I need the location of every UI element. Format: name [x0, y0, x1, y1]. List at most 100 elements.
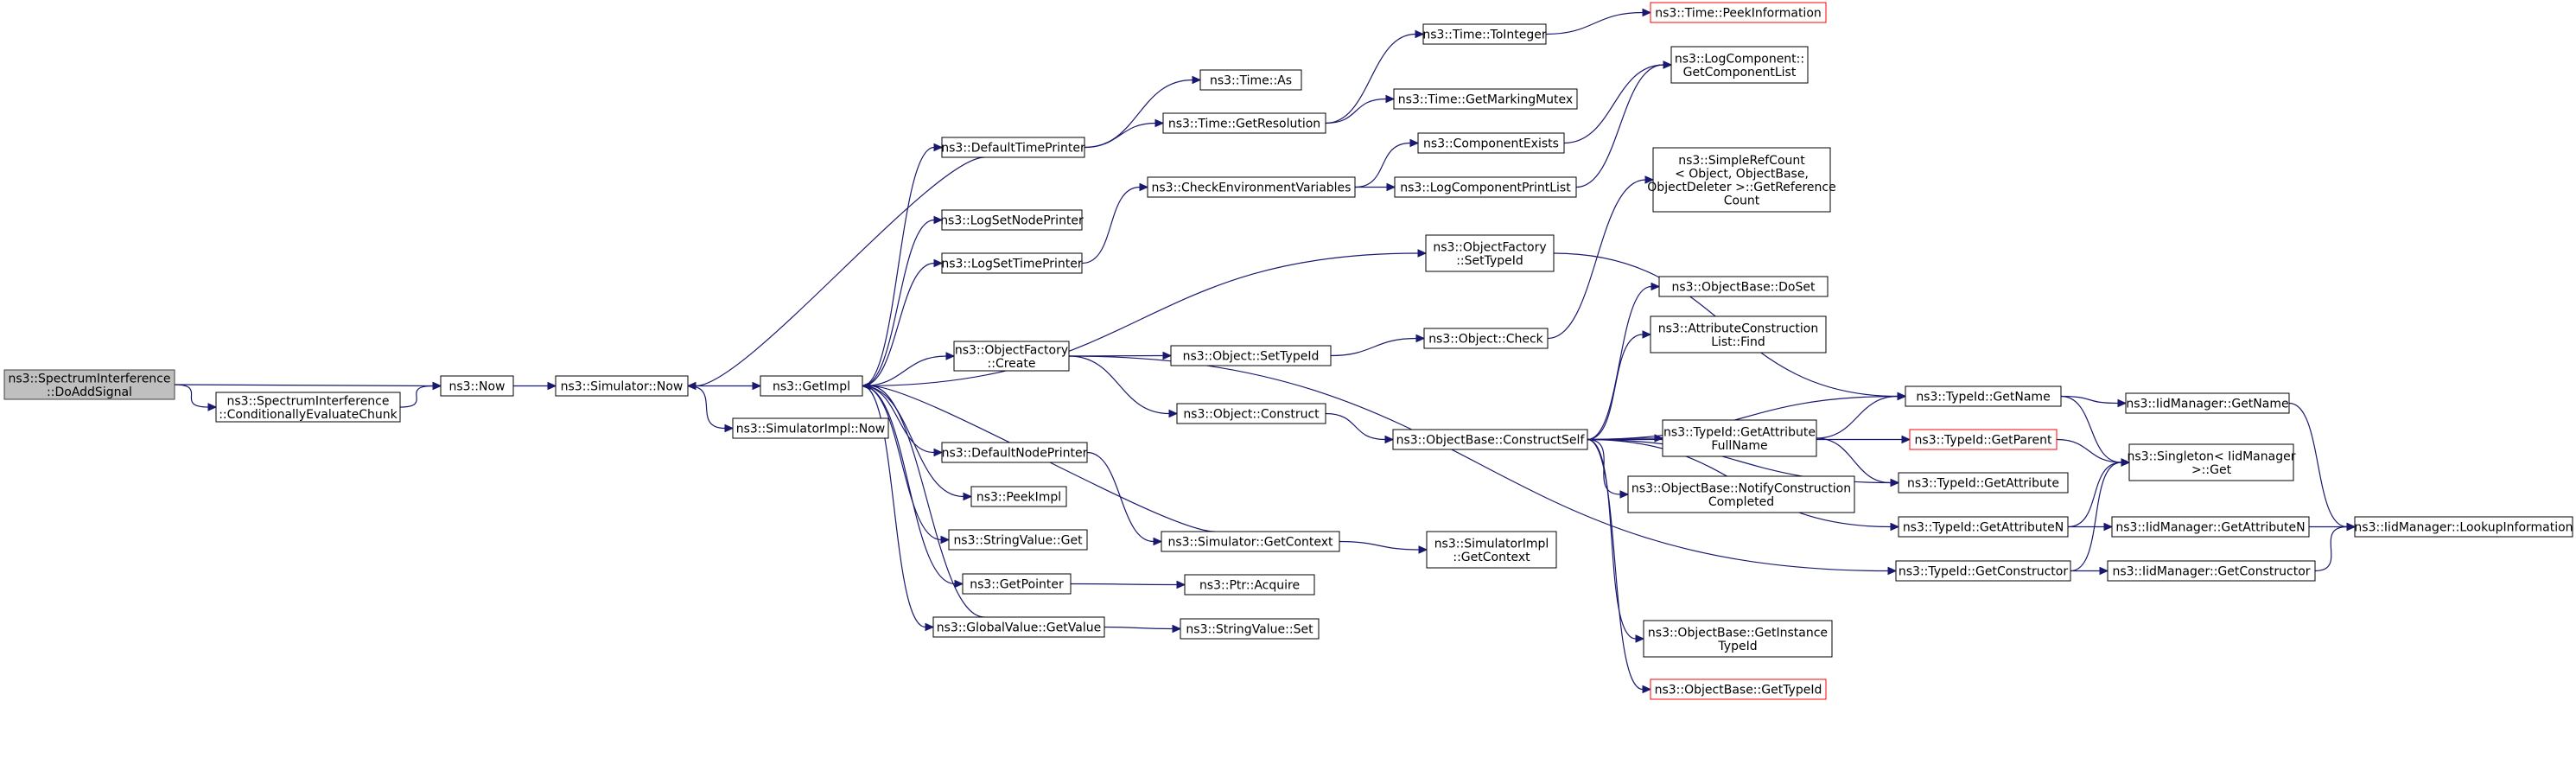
node-objsettypeid[interactable]: ns3::Object::SetTypeId — [1170, 345, 1332, 366]
node-box[interactable] — [215, 392, 401, 423]
node-typeidgetparent[interactable]: ns3::TypeId::GetParent — [1909, 429, 2058, 450]
node-typeidgetconstructor[interactable]: ns3::TypeId::GetConstructor — [1895, 560, 2071, 582]
node-box[interactable] — [1422, 23, 1547, 45]
node-box[interactable] — [1650, 678, 1827, 700]
node-box[interactable] — [1650, 2, 1827, 23]
node-box[interactable] — [2107, 560, 2316, 582]
node-box[interactable] — [962, 573, 1072, 595]
node-compexists[interactable]: ns3::ComponentExists — [1417, 132, 1565, 154]
node-box[interactable] — [953, 341, 1070, 372]
node-box[interactable] — [555, 375, 689, 397]
node-timetoint[interactable]: ns3::Time::ToInteger — [1422, 23, 1547, 45]
node-box[interactable] — [760, 375, 863, 397]
node-box[interactable] — [2354, 516, 2573, 538]
node-logsettimeprinter[interactable]: ns3::LogSetTimePrinter — [941, 252, 1083, 274]
node-box[interactable] — [1199, 69, 1302, 91]
node-box[interactable] — [2125, 392, 2290, 414]
node-objbaseconstructself[interactable]: ns3::ObjectBase::ConstructSelf — [1392, 429, 1588, 450]
node-simnow[interactable]: ns3::Simulator::Now — [555, 375, 689, 397]
node-timeas[interactable]: ns3::Time::As — [1199, 69, 1302, 91]
node-box[interactable] — [440, 375, 514, 397]
node-logcompgetlist[interactable]: ns3::LogComponent::GetComponentList — [1670, 46, 1809, 84]
node-objconstruct[interactable]: ns3::Object::Construct — [1176, 403, 1326, 424]
node-typeidgetattrn[interactable]: ns3::TypeId::GetAttributeN — [1898, 516, 2069, 538]
node-box[interactable] — [1394, 176, 1577, 198]
node-box[interactable] — [941, 252, 1083, 274]
node-simplerefcount[interactable]: ns3::SimpleRefCount< Object, ObjectBase,… — [1647, 147, 1836, 213]
node-box[interactable] — [2128, 443, 2294, 481]
node-objfactorycreate[interactable]: ns3::ObjectFactory::Create — [953, 341, 1070, 372]
node-box[interactable] — [970, 486, 1067, 507]
node-logsetnodeprinter[interactable]: ns3::LogSetNodePrinter — [940, 209, 1084, 231]
node-box[interactable] — [948, 529, 1088, 551]
node-objcheck[interactable]: ns3::Object::Check — [1423, 328, 1549, 349]
node-peekimpl[interactable]: ns3::PeekImpl — [970, 486, 1067, 507]
node-checkenv[interactable]: ns3::CheckEnvironmentVariables — [1147, 176, 1356, 198]
node-box[interactable] — [1652, 147, 1831, 213]
node-getimpl[interactable]: ns3::GetImpl — [760, 375, 863, 397]
node-singletonget[interactable]: ns3::Singleton< IidManager >::Get — [2128, 443, 2296, 481]
node-box[interactable] — [1184, 574, 1315, 596]
node-box[interactable] — [1662, 419, 1817, 457]
node-box[interactable] — [1426, 531, 1557, 569]
node-globalvalueget[interactable]: ns3::GlobalValue::GetValue — [932, 616, 1105, 638]
node-defaulttimeprinter[interactable]: ns3::DefaultTimePrinter — [941, 137, 1085, 158]
node-typeidgetname[interactable]: ns3::TypeId::GetName — [1905, 385, 2062, 407]
node-box[interactable] — [941, 442, 1088, 463]
node-box[interactable] — [1180, 618, 1320, 640]
node-box[interactable] — [1147, 176, 1356, 198]
node-box[interactable] — [1650, 315, 1827, 354]
node-box[interactable] — [1423, 328, 1549, 349]
node-box[interactable] — [1898, 472, 2069, 494]
node-timepeek[interactable]: ns3::Time::PeekInformation — [1650, 2, 1827, 23]
node-stringvalueset[interactable]: ns3::StringValue::Set — [1180, 618, 1320, 640]
node-getpointer[interactable]: ns3::GetPointer — [962, 573, 1072, 595]
node-iidgetconstructor[interactable]: ns3::IidManager::GetConstructor — [2107, 560, 2316, 582]
node-box[interactable] — [1161, 531, 1340, 552]
node-box[interactable] — [1170, 345, 1332, 366]
node-logcompprint[interactable]: ns3::LogComponentPrintList — [1394, 176, 1577, 198]
node-stringvalueget[interactable]: ns3::StringValue::Get — [948, 529, 1088, 551]
node-box[interactable] — [1895, 560, 2071, 582]
node-box[interactable] — [3, 369, 175, 400]
node-now[interactable]: ns3::Now — [440, 375, 514, 397]
node-objbasenotify[interactable]: ns3::ObjectBase::NotifyConstructionCompl… — [1627, 475, 1855, 513]
node-objbasedoset[interactable]: ns3::ObjectBase::DoSet — [1658, 276, 1829, 297]
node-box[interactable] — [1393, 88, 1578, 110]
node-box[interactable] — [1627, 475, 1855, 513]
node-box[interactable] — [1658, 276, 1829, 297]
node-box[interactable] — [1425, 234, 1555, 272]
node-box[interactable] — [1162, 112, 1326, 134]
node-defaultnodeprinter[interactable]: ns3::DefaultNodePrinter — [941, 442, 1088, 463]
node-box[interactable] — [1909, 429, 2058, 450]
node-box[interactable] — [932, 616, 1105, 638]
node-objbasegettypeid[interactable]: ns3::ObjectBase::GetTypeId — [1650, 678, 1827, 700]
node-timemarking[interactable]: ns3::Time::GetMarkingMutex — [1393, 88, 1578, 110]
node-box[interactable] — [1905, 385, 2062, 407]
node-objfactorysettype[interactable]: ns3::ObjectFactory::SetTypeId — [1425, 234, 1555, 272]
node-doaddsignal[interactable]: ns3::SpectrumInterference::DoAddSignal — [3, 369, 175, 400]
node-timegetres[interactable]: ns3::Time::GetResolution — [1162, 112, 1326, 134]
node-box[interactable] — [1670, 46, 1809, 84]
node-box[interactable] — [941, 137, 1085, 158]
node-box[interactable] — [1643, 620, 1833, 658]
node-box[interactable] — [1417, 132, 1565, 154]
node-simimplgetcontext[interactable]: ns3::SimulatorImpl::GetContext — [1426, 531, 1557, 569]
node-box[interactable] — [941, 209, 1083, 231]
node-iidlookup[interactable]: ns3::IidManager::LookupInformation — [2354, 516, 2573, 538]
node-box[interactable] — [732, 417, 889, 439]
node-simgetcontext[interactable]: ns3::Simulator::GetContext — [1161, 531, 1340, 552]
node-box[interactable] — [2111, 516, 2310, 538]
node-box[interactable] — [1392, 429, 1588, 450]
node-box[interactable] — [1898, 516, 2069, 538]
node-iidgetattrn[interactable]: ns3::IidManager::GetAttributeN — [2111, 516, 2310, 538]
node-typeidgetattribute[interactable]: ns3::TypeId::GetAttribute — [1898, 472, 2069, 494]
node-box[interactable] — [1176, 403, 1326, 424]
node-ptracquire[interactable]: ns3::Ptr::Acquire — [1184, 574, 1315, 596]
node-iidgetname[interactable]: ns3::IidManager::GetName — [2125, 392, 2290, 414]
node-simimplnow[interactable]: ns3::SimulatorImpl::Now — [732, 417, 889, 439]
node-condeval[interactable]: ns3::SpectrumInterference::Conditionally… — [215, 392, 401, 423]
